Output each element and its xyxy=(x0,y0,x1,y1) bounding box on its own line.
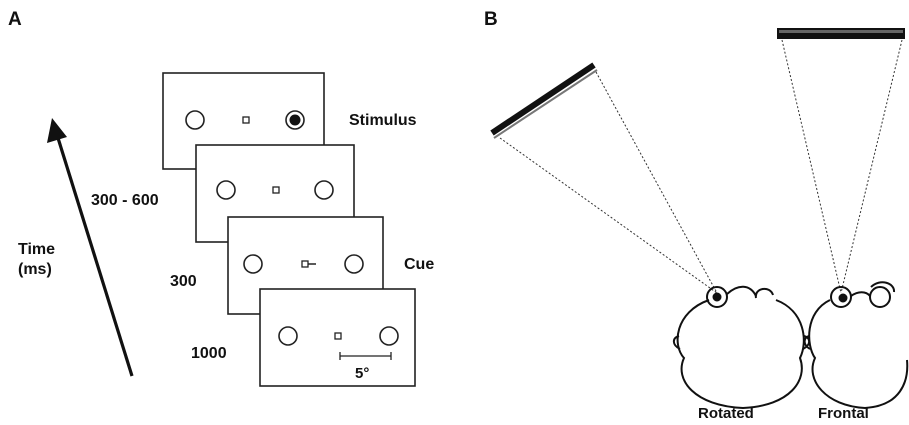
time-axis-label-line2: (ms) xyxy=(18,261,52,278)
fixation-point xyxy=(272,186,280,194)
rotated-head-icon xyxy=(672,285,811,410)
scale-bar xyxy=(339,352,392,360)
rotated-display xyxy=(490,62,598,139)
fixation-point xyxy=(301,260,309,268)
placeholder-left xyxy=(216,180,236,200)
fixation-point xyxy=(242,116,250,124)
fixation-point xyxy=(334,332,342,340)
rotated-visual-field xyxy=(499,71,718,294)
frame-label-stimulus: Stimulus xyxy=(349,112,417,129)
frontal-head-icon xyxy=(803,281,909,410)
time-arrow xyxy=(47,118,134,377)
panel-b-letter: B xyxy=(484,9,498,30)
duration-300: 300 xyxy=(170,273,197,290)
placeholder-right xyxy=(379,326,399,346)
time-axis-label-line1: Time xyxy=(18,241,55,258)
condition-label-rotated: Rotated xyxy=(698,405,754,422)
frame-label-cue: Cue xyxy=(404,256,434,273)
placeholder-right xyxy=(314,180,334,200)
frontal-display xyxy=(777,28,905,39)
placeholder-left xyxy=(185,110,205,130)
placeholder-left xyxy=(243,254,263,274)
duration-1000: 1000 xyxy=(191,345,227,362)
panel-a-letter: A xyxy=(8,9,22,30)
placeholder-right xyxy=(344,254,364,274)
duration-300-600: 300 - 600 xyxy=(91,192,159,209)
initial-frame: 5° xyxy=(259,288,416,387)
scale-bar-label: 5° xyxy=(355,365,369,382)
frontal-visual-field xyxy=(781,39,903,294)
placeholder-left xyxy=(278,326,298,346)
condition-label-frontal: Frontal xyxy=(818,405,869,422)
target-stimulus xyxy=(289,114,301,126)
